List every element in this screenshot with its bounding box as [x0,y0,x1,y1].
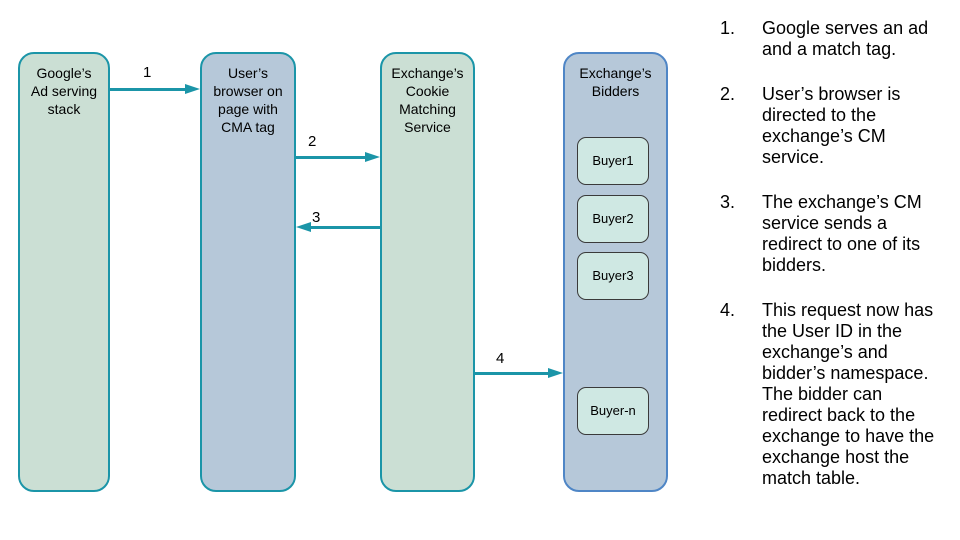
node-google-ad-serving-stack: Google’s Ad serving stack [18,52,110,492]
step-item-2: 2. User’s browser is directed to the exc… [720,84,952,168]
arrowhead-right-icon [365,152,380,162]
node-exchange-bidders: Exchange’s Bidders Buyer1 Buyer2 Buyer3 … [563,52,668,492]
step-text: User’s browser is directed to the exchan… [762,84,901,167]
arrow-number-4: 4 [496,350,505,367]
buyer-box-2: Buyer2 [577,195,649,243]
buyer-label: Buyer3 [592,268,634,283]
arrowhead-left-icon [296,222,311,232]
step-text: Google serves an ad and a match tag. [762,18,929,59]
step-number: 3. [720,192,736,212]
arrow-2-browser-to-cm [296,151,380,164]
arrow-1-google-to-browser [110,83,200,96]
step-item-3: 3. The exchange’s CM service sends a red… [720,192,952,276]
node-label: Exchange’s Cookie Matching Service [391,65,464,135]
buyer-box-1: Buyer1 [577,137,649,185]
arrowhead-right-icon [548,368,563,378]
arrow-number-1: 1 [143,64,152,81]
step-item-4: 4. This request now has the User ID in t… [720,300,952,489]
arrow-3-cm-to-browser [296,221,380,234]
arrow-shaft [296,156,367,159]
node-user-browser: User’s browser on page with CMA tag [200,52,296,492]
buyer-label: Buyer2 [592,211,634,226]
arrow-shaft [110,88,187,91]
arrow-4-cm-to-bidders [475,367,563,380]
step-item-1: 1. Google serves an ad and a match tag. [720,18,952,60]
step-text: The exchange’s CM service sends a redire… [762,192,922,275]
node-label: User’s browser on page with CMA tag [213,65,283,135]
buyer-label: Buyer-n [590,403,636,418]
step-number: 1. [720,18,736,38]
buyer-box-3: Buyer3 [577,252,649,300]
buyer-label: Buyer1 [592,153,634,168]
step-list: 1. Google serves an ad and a match tag. … [720,18,952,513]
arrow-shaft [475,372,550,375]
step-number: 2. [720,84,736,104]
buyer-box-n: Buyer-n [577,387,649,435]
arrow-number-2: 2 [308,133,317,150]
node-label: Exchange’s Bidders [579,65,652,99]
node-label: Google’s Ad serving stack [30,65,98,117]
arrowhead-right-icon [185,84,200,94]
arrow-shaft [309,226,380,229]
step-number: 4. [720,300,736,320]
node-cookie-matching-service: Exchange’s Cookie Matching Service [380,52,475,492]
arrow-number-3: 3 [312,209,321,226]
step-text: This request now has the User ID in the … [762,300,935,488]
